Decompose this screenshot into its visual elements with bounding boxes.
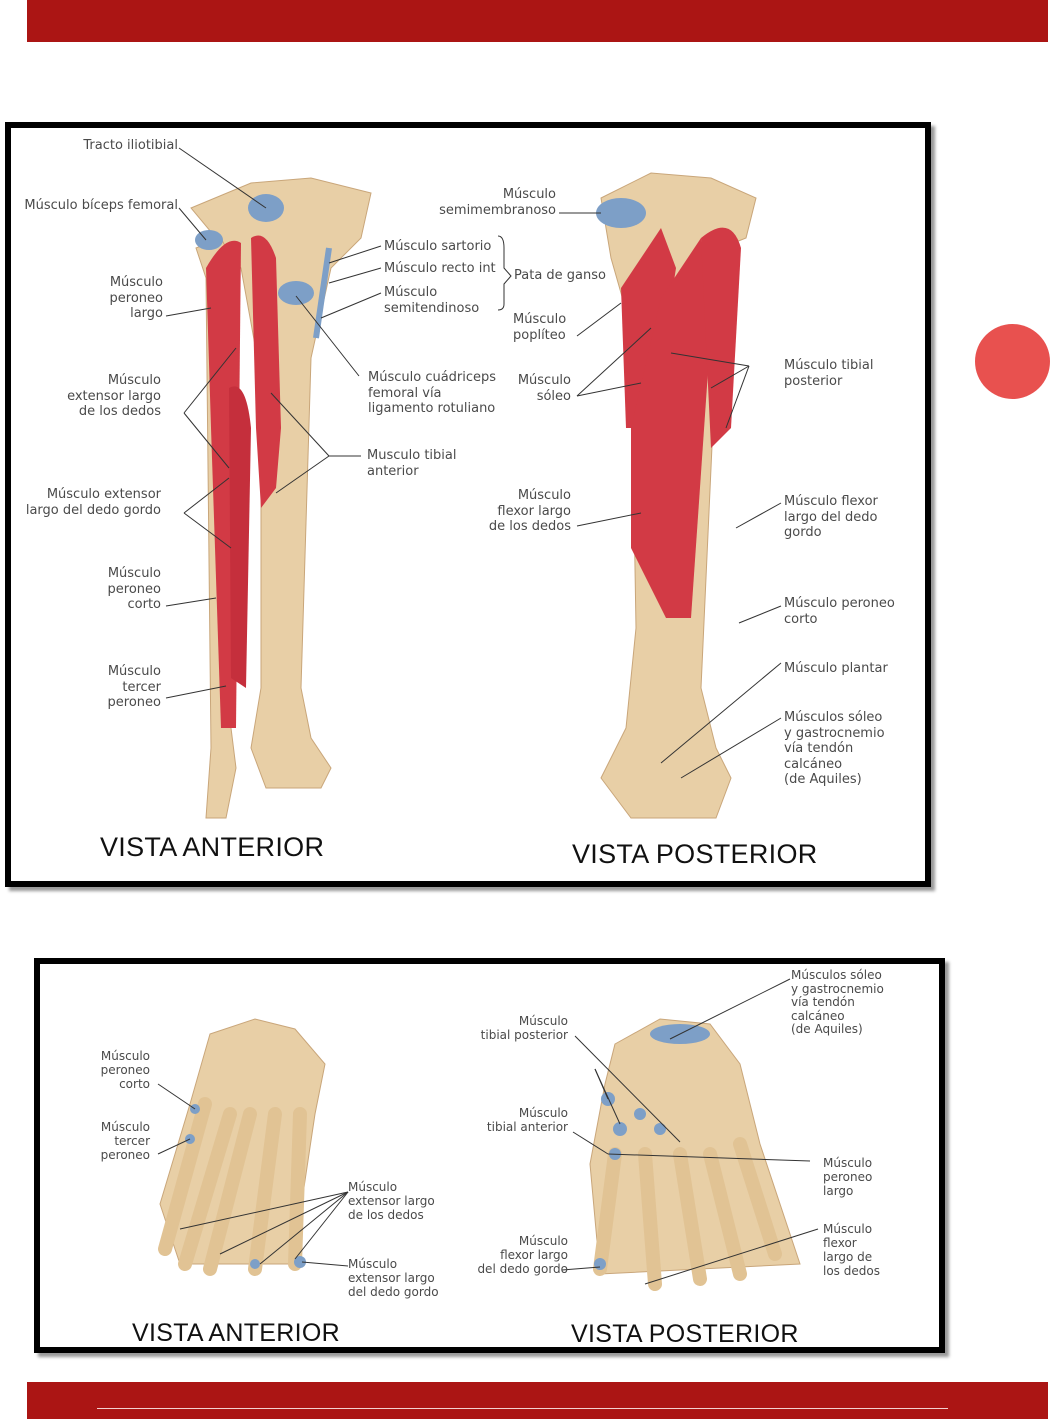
label-semitendinoso: Músculo semitendinoso xyxy=(384,285,480,316)
label-tibial-anterior: Musculo tibial anterior xyxy=(367,448,457,479)
label-peroneo-corto-posterior: Músculo peroneo corto xyxy=(784,596,895,627)
label-tercer-peroneo: Músculo tercer peroneo xyxy=(107,664,161,710)
label-extensor-dedo-gordo: Músculo extensor largo del dedo gordo xyxy=(25,487,161,518)
foot-posterior-title: VISTA POSTERIOR xyxy=(571,1320,799,1348)
label-pata-de-ganso: Pata de ganso xyxy=(514,268,606,283)
label-tracto-iliotibial: Tracto iliotibial xyxy=(83,138,178,153)
label-tibial-posterior: Músculo tibial posterior xyxy=(784,358,874,389)
leg-posterior-title: VISTA POSTERIOR xyxy=(572,839,818,869)
leg-illustration xyxy=(165,147,782,819)
label-extensor-dedos: Músculo extensor largo de los dedos xyxy=(67,373,161,419)
label-soleo: Músculo sóleo xyxy=(517,373,571,404)
label-foot-peroneo-corto: Músculo peroneo corto xyxy=(100,1049,150,1091)
label-soleo-gastrocnemio: Músculos sóleo y gastrocnemio vía tendón… xyxy=(784,710,885,787)
label-foot-peroneo-largo: Músculo peroneo largo xyxy=(823,1156,873,1198)
footer-bar xyxy=(27,1382,1048,1419)
label-foot-extensor-dedos: Músculo extensor largo de los dedos xyxy=(348,1180,435,1222)
label-foot-flexor-dedo-gordo: Músculo flexor largo del dedo gordo xyxy=(477,1234,568,1276)
foot-anterior-title: VISTA ANTERIOR xyxy=(132,1319,340,1347)
label-biceps-femoral: Músculo bíceps femoral xyxy=(24,198,178,213)
label-foot-tibial-posterior: Músculo tibial posterior xyxy=(480,1014,568,1042)
label-peroneo-largo: Músculo peroneo largo xyxy=(109,275,163,321)
leg-anterior-title: VISTA ANTERIOR xyxy=(100,832,325,862)
label-popliteo: Músculo poplíteo xyxy=(513,312,567,343)
label-semimembranoso: Músculo semimembranoso xyxy=(439,187,556,218)
label-plantar: Músculo plantar xyxy=(784,661,888,676)
label-sartorio: Músculo sartorio xyxy=(384,239,492,254)
foot-muscles-figure: Músculo peroneo corto Músculo tercer per… xyxy=(34,958,945,1353)
decorative-circle xyxy=(975,324,1050,399)
footer-rule xyxy=(97,1408,948,1409)
label-foot-tibial-anterior: Músculo tibial anterior xyxy=(486,1106,568,1134)
label-foot-extensor-dedo-gordo: Músculo extensor largo del dedo gordo xyxy=(348,1257,439,1299)
label-cuadriceps: Músculo cuádriceps femoral vía ligamento… xyxy=(368,370,497,416)
leg-muscles-figure: Tracto iliotibial Músculo bíceps femoral… xyxy=(5,122,931,887)
label-foot-flexor-dedos: Músculo flexor largo de los dedos xyxy=(823,1222,880,1278)
label-foot-soleo-gastrocnemio: Músculos sóleo y gastrocnemio vía tendón… xyxy=(791,968,884,1036)
label-flexor-largo-dedos: Músculo flexor largo de los dedos xyxy=(488,488,571,534)
foot-illustration xyxy=(157,978,819,1291)
header-bar xyxy=(27,0,1048,42)
label-flexor-dedo-gordo: Músculo flexor largo del dedo gordo xyxy=(784,494,878,540)
label-peroneo-corto: Músculo peroneo corto xyxy=(107,566,161,612)
label-foot-tercer-peroneo: Músculo tercer peroneo xyxy=(100,1120,150,1162)
label-recto-interno: Músculo recto int xyxy=(384,261,496,276)
